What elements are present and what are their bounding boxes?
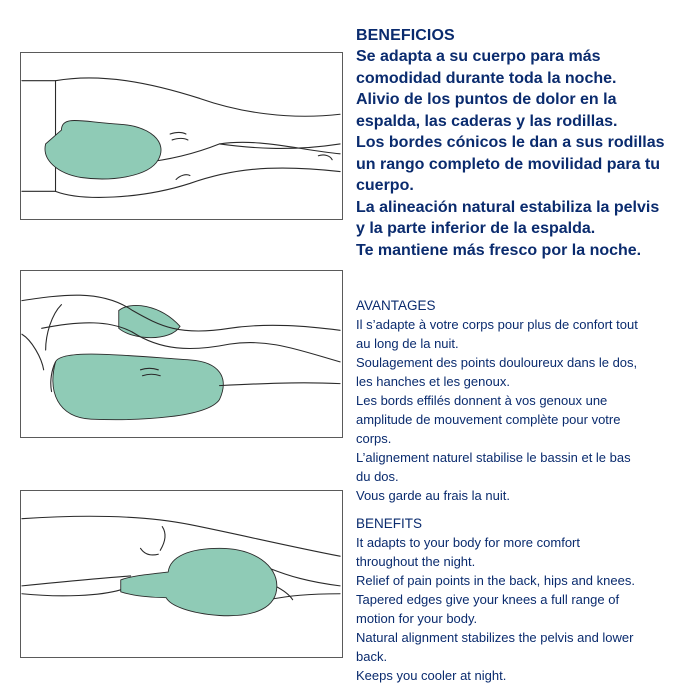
spanish-heading: BENEFICIOS [356,27,455,44]
pillow-front-shape [52,353,224,421]
english-line: Natural alignment stabilizes the pelvis … [356,630,634,645]
spanish-line: espalda, las caderas y las rodillas. [356,112,618,130]
thigh-with-pillow-illustration-icon [21,515,341,617]
french-line: Il s’adapte à votre corps pour plus de c… [356,317,638,332]
english-line: motion for your body. [356,611,478,626]
english-heading: BENEFITS [356,516,423,531]
french-line: L’alignement naturel stabilise le bassin… [356,450,631,465]
spanish-benefits-section: BENEFICIOS Se adapta a su cuerpo para má… [356,26,686,261]
spanish-line: Alivio de los puntos de dolor en la [356,91,617,108]
spanish-line: y la parte inferior de la espalda. [356,220,596,237]
pillow-back-shape [118,304,181,339]
english-line: back. [356,649,388,664]
french-line: les hanches et les genoux. [356,374,510,389]
legs-with-knee-pillow-side-view-icon [21,77,341,198]
english-line: Relief of pain points in the back, hips … [356,573,635,588]
illustration-panel-3 [20,490,343,658]
french-line: du dos. [356,469,399,484]
french-line: au long de la nuit. [356,336,459,351]
spanish-line: La alineación natural estabiliza la pelv… [356,198,660,216]
pillow-shape [120,547,278,617]
spanish-line: Se adapta a su cuerpo para más [356,48,601,65]
english-line: throughout the night. [356,554,476,569]
spanish-line: un rango completo de movilidad para tu [356,155,661,173]
illustration-panel-2 [20,270,343,438]
spanish-line: comodidad durante toda la noche. [356,69,617,87]
french-line: corps. [356,431,392,446]
french-heading: AVANTAGES [356,298,436,313]
english-line: Tapered edges give your knees a full ran… [356,592,620,607]
pillow-shape [44,119,162,180]
french-benefits-section: AVANTAGES Il s’adapte à votre corps pour… [356,296,686,505]
spanish-line: Los bordes cónicos le dan a sus rodillas [356,134,665,151]
spanish-line: cuerpo. [356,177,414,194]
french-line: Vous garde au frais la nuit. [356,488,510,503]
knees-on-pillow-closeup-icon [21,294,341,421]
french-line: Soulagement des points douloureux dans l… [356,355,638,370]
spanish-line: Te mantiene más fresco por la noche. [356,241,642,259]
english-line: Keeps you cooler at night. [356,668,507,683]
english-line: It adapts to your body for more comfort [356,535,580,550]
french-line: amplitude de mouvement complète pour vot… [356,412,621,427]
english-benefits-section: BENEFITS It adapts to your body for more… [356,514,686,685]
french-line: Les bords effilés donnent à vos genoux u… [356,393,608,408]
illustration-panel-1 [20,52,343,220]
